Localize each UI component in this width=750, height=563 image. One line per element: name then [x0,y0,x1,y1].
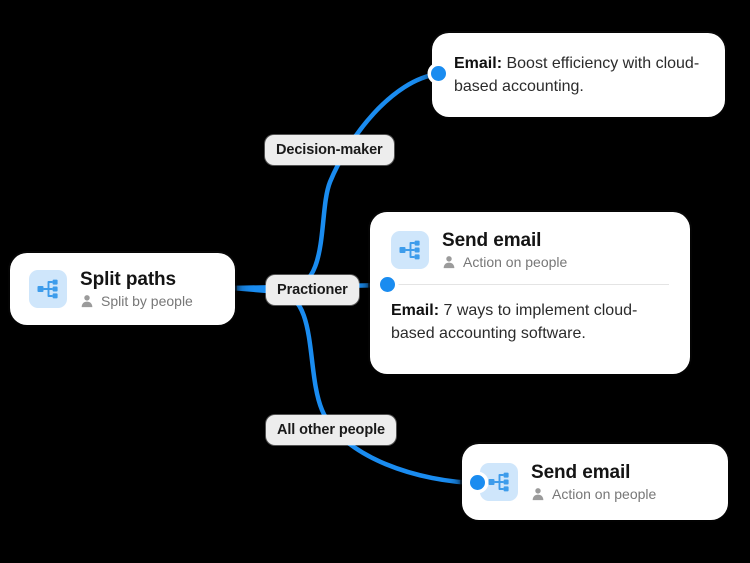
split-paths-title: Split paths [80,268,177,290]
split-paths-text: Split paths Split by people [80,269,193,310]
send-email-middle-header: Send email Action on people [391,230,669,271]
person-icon [81,295,93,308]
node-split-paths[interactable]: Split paths Split by people [10,253,235,325]
split-paths-icon [29,270,67,308]
email-top-body-text: Boost efficiency with cloud-based accoun… [454,54,700,95]
send-email-bottom-subtitle-label: Action on people [552,485,657,502]
connector-dot-top[interactable] [431,66,446,81]
send-email-middle-body-prefix: Email: [391,301,440,319]
split-paths-subtitle: Split by people [80,293,193,310]
node-email-top[interactable]: Email: Boost efficiency with cloud-based… [432,33,725,117]
send-email-middle-subtitle: Action on people [442,254,567,271]
send-email-bottom-header: Send email Action on people [480,462,656,503]
node-send-email-bottom[interactable]: Send email Action on people [462,444,728,520]
branch-label-all-other-people[interactable]: All other people [266,415,396,445]
email-top-body-prefix: Email: [454,54,503,72]
person-icon [532,488,544,501]
send-email-middle-text: Send email Action on people [442,230,567,271]
send-email-bottom-text: Send email Action on people [531,462,656,503]
branch-label-decision-maker[interactable]: Decision-maker [265,135,394,165]
email-top-body: Email: Boost efficiency with cloud-based… [454,52,703,98]
send-email-icon [480,462,518,501]
person-icon [443,256,455,269]
send-email-bottom-subtitle: Action on people [531,486,656,503]
connector-dot-middle[interactable] [380,277,395,292]
connector-dot-bottom[interactable] [470,475,485,490]
send-email-icon [391,231,429,270]
send-email-middle-title: Send email [442,230,542,251]
branch-label-practioner[interactable]: Practioner [266,275,359,305]
send-email-middle-subtitle-label: Action on people [463,253,568,270]
send-email-middle-body: Email: 7 ways to implement cloud-based a… [391,299,669,345]
split-paths-header: Split paths Split by people [29,269,193,310]
node-send-email-middle[interactable]: Send email Action on people Email: 7 way… [370,212,690,374]
send-email-bottom-title: Send email [531,461,631,483]
split-paths-subtitle-label: Split by people [101,292,193,309]
card-divider [391,283,669,285]
